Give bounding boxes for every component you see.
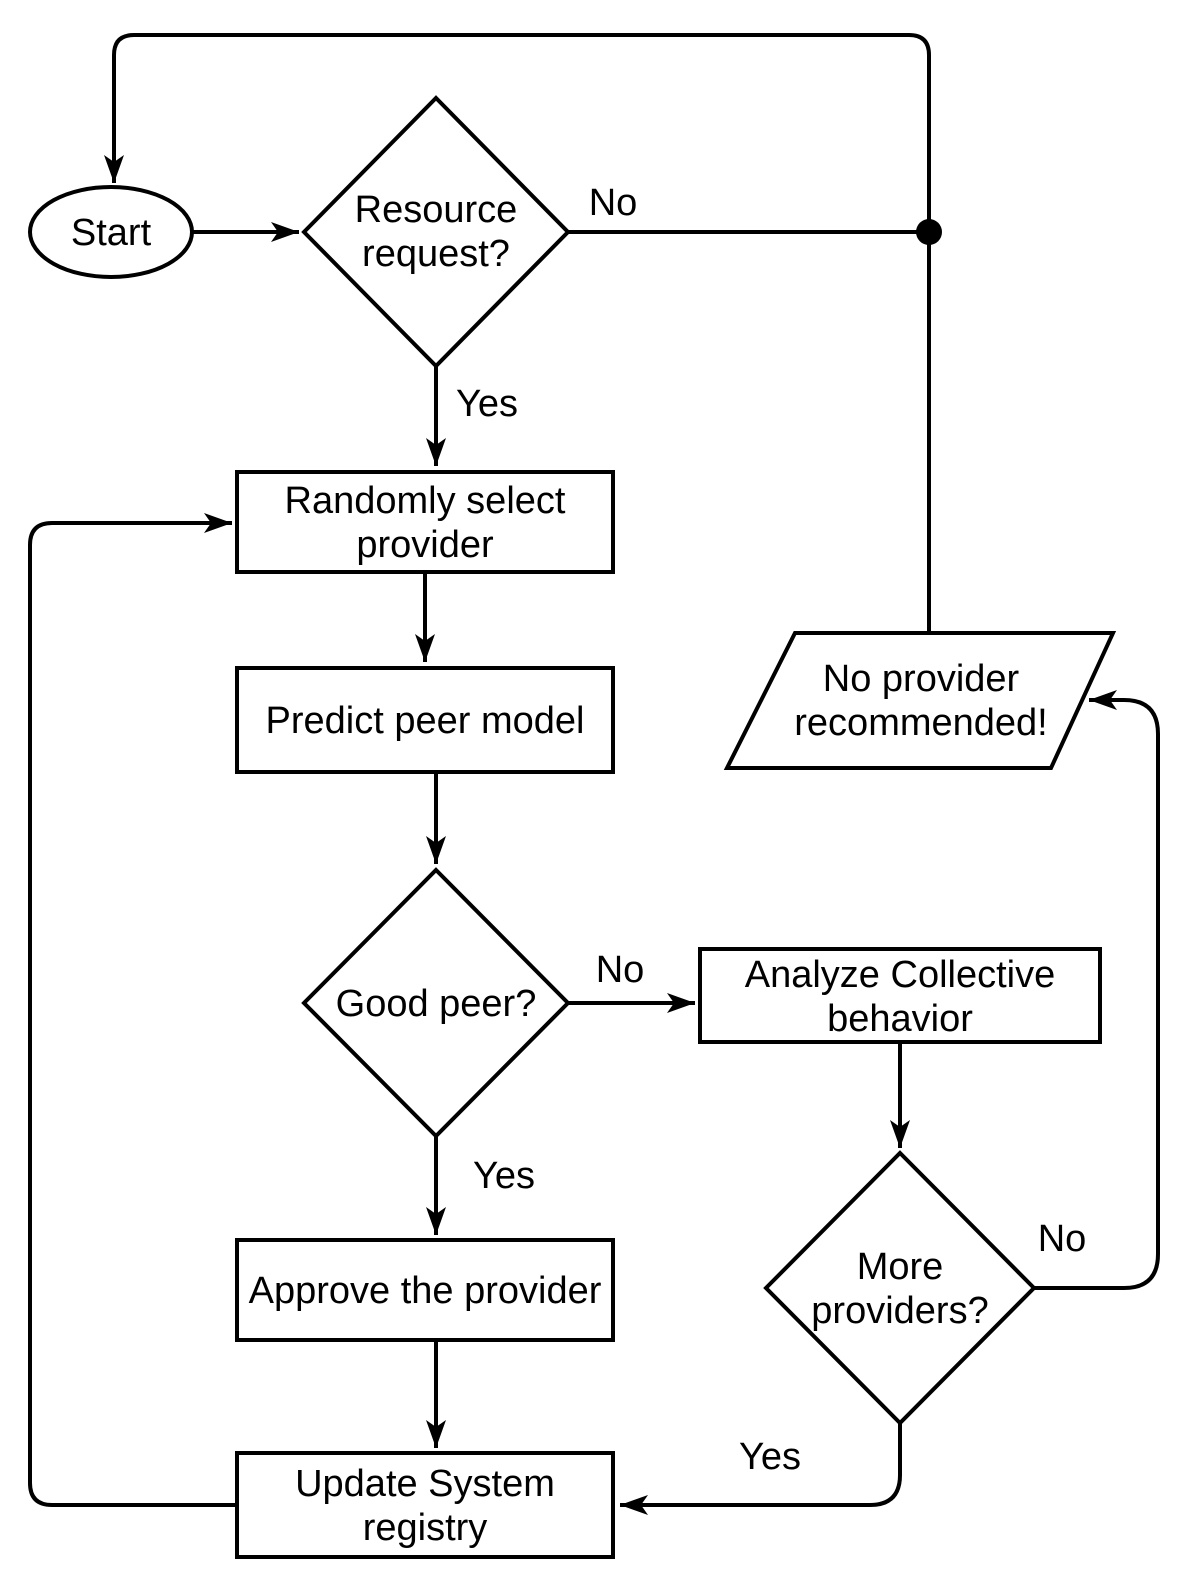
resource-request-yes-label: Yes [456, 383, 518, 425]
update-system-registry-label-line1: Update System [295, 1463, 555, 1505]
edges [28, 33, 1160, 1515]
nodes [28, 95, 1117, 1559]
edge-more-providers-no [1034, 690, 1160, 1290]
approve-the-provider-label: Approve the provider [249, 1270, 602, 1312]
randomly-select-provider-label-line1: Randomly select [285, 480, 566, 522]
node-randomly-select-provider [235, 470, 615, 574]
junction-dot [916, 219, 942, 245]
start-label: Start [71, 212, 152, 254]
predict-peer-model-label: Predict peer model [266, 700, 585, 742]
node-good-peer [301, 867, 571, 1139]
good-peer-yes-label: Yes [473, 1155, 535, 1197]
edge-return-to-start [104, 33, 931, 633]
resource-request-label-line1: Resource [355, 189, 518, 231]
node-resource-request [301, 95, 571, 369]
randomly-select-provider-label-line2: provider [356, 524, 494, 566]
node-more-providers [763, 1150, 1037, 1426]
resource-request-no-label: No [589, 182, 638, 224]
node-predict-peer-model [235, 666, 615, 774]
edge-labels: No Yes No Yes No Yes [456, 182, 1086, 1478]
resource-request-label-line2: request? [362, 233, 510, 275]
node-analyze-collective-behavior [698, 947, 1102, 1044]
good-peer-label: Good peer? [336, 983, 537, 1025]
node-labels: Start Resource request? Randomly select … [71, 189, 1055, 1549]
more-providers-yes-label: Yes [739, 1436, 801, 1478]
good-peer-no-label: No [596, 949, 645, 991]
more-providers-label-line2: providers? [811, 1290, 988, 1332]
no-provider-recommended-label-line1: No provider [823, 658, 1020, 700]
more-providers-label-line1: More [857, 1246, 944, 1288]
node-approve-the-provider [235, 1238, 615, 1342]
edge-more-providers-yes [620, 1423, 902, 1515]
analyze-collective-behavior-label-line2: behavior [827, 998, 973, 1040]
node-update-system-registry [235, 1451, 615, 1559]
no-provider-recommended-label-line2: recommended! [794, 702, 1047, 744]
analyze-collective-behavior-label-line1: Analyze Collective [745, 954, 1055, 996]
node-no-provider-recommended [723, 631, 1117, 770]
update-system-registry-label-line2: registry [363, 1507, 488, 1549]
edge-update-loop-to-randomly [28, 513, 237, 1507]
node-start [28, 185, 194, 279]
more-providers-no-label: No [1038, 1218, 1087, 1260]
